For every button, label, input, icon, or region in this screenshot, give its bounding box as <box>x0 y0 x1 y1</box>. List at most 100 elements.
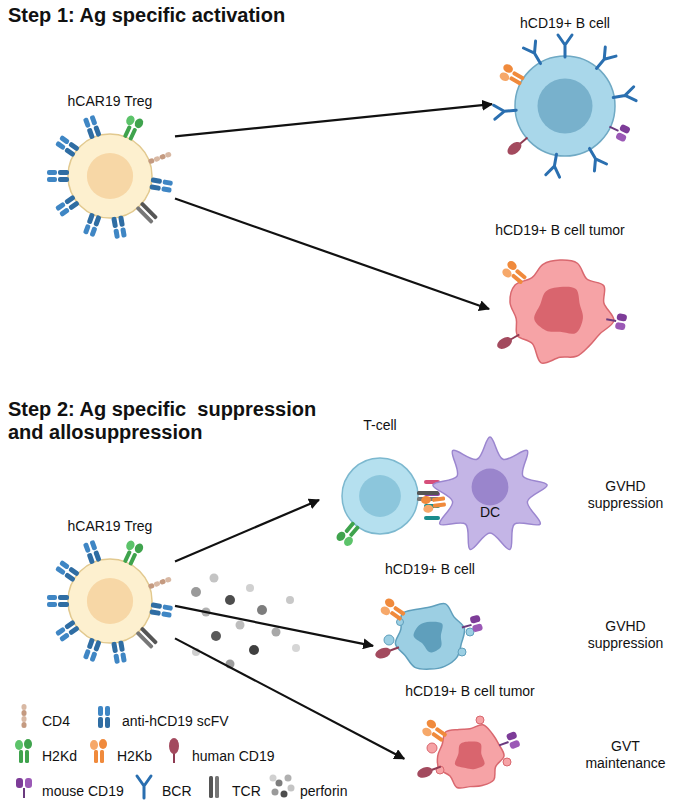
cell-label: hCD19+ B cell <box>385 561 475 578</box>
legend-item: BCR <box>130 770 192 800</box>
legend-label: anti-hCD19 scFV <box>122 713 229 730</box>
cell-label: T-cell <box>363 417 396 434</box>
legend-label: TCR <box>232 783 261 800</box>
legend-item: TCR <box>200 770 261 800</box>
cell-label: DC <box>480 504 500 521</box>
receptor <box>83 115 102 140</box>
legend-item: H2Kb <box>85 735 152 765</box>
receptor <box>55 195 80 217</box>
receptor <box>47 170 69 182</box>
outcome-label: GVT maintenance <box>578 738 673 772</box>
b-cell: hCD19+ B cell <box>373 560 487 692</box>
receptor <box>149 602 173 618</box>
legend-label: perforin <box>300 783 347 800</box>
legend-symbol <box>10 735 38 765</box>
receptor <box>148 576 172 589</box>
receptor <box>55 620 80 642</box>
legend-item: mouse CD19 <box>10 770 124 800</box>
cell-shape <box>320 436 440 556</box>
receptor <box>496 731 520 753</box>
legend-item: CD4 <box>10 700 70 730</box>
receptor <box>135 626 158 649</box>
receptor <box>546 153 564 177</box>
receptor <box>497 63 526 90</box>
b-cell: hCD19+ B cell <box>492 14 638 178</box>
legend-symbol <box>130 770 158 800</box>
receptor <box>149 177 173 193</box>
cell-shape <box>416 702 524 806</box>
legend-label: BCR <box>162 783 192 800</box>
receptor <box>55 560 80 582</box>
legend-symbol <box>268 770 296 800</box>
receptor <box>148 151 172 164</box>
legend-symbol <box>10 700 38 730</box>
arrow-connector <box>175 199 489 309</box>
step-heading: Step 2: Ag specific suppression and allo… <box>8 398 353 444</box>
receptor <box>374 643 401 661</box>
receptor <box>111 215 127 239</box>
receptor <box>119 113 145 142</box>
receptor <box>583 145 606 171</box>
legend-item: H2Kd <box>10 735 77 765</box>
legend-symbol <box>85 735 113 765</box>
arrow-connector <box>175 606 373 646</box>
legend-label: human CD19 <box>192 748 275 765</box>
receptor <box>416 762 443 780</box>
tumor-cell: hCD19+ B cell tumor <box>404 682 536 806</box>
legend-label: H2Kd <box>42 748 77 765</box>
receptor <box>83 212 102 237</box>
cell-shape <box>422 427 558 563</box>
receptor <box>495 330 522 351</box>
arrow-connector <box>175 638 404 758</box>
cell-shape <box>46 537 174 665</box>
cell-label: hCD19+ B cell tumor <box>495 222 625 239</box>
treg-cell: hCAR19 Treg <box>45 92 175 240</box>
receptor <box>335 519 363 548</box>
legend-item: anti-hCD19 scFV <box>90 700 229 730</box>
t-cell: T-cell <box>319 416 441 556</box>
receptor <box>591 47 616 73</box>
receptor <box>83 540 102 565</box>
cell-shape <box>490 241 630 381</box>
cell-shape <box>493 34 637 178</box>
receptor <box>612 87 636 105</box>
receptor <box>111 640 127 664</box>
dendritic-cell: DC <box>421 427 559 563</box>
cell-shape <box>374 580 486 692</box>
cell-label: hCD19+ B cell tumor <box>405 683 535 700</box>
arrow-connector <box>175 104 492 136</box>
cell-label: hCAR19 Treg <box>68 93 153 110</box>
receptor <box>605 311 627 330</box>
receptor <box>55 135 80 157</box>
receptor <box>47 595 69 607</box>
step-heading: Step 1: Ag specific activation <box>8 4 428 27</box>
receptor <box>606 119 631 142</box>
receptor <box>119 538 145 567</box>
receptor <box>420 718 449 746</box>
cell-label: hCD19+ B cell <box>520 15 610 32</box>
treg-cell: hCAR19 Treg <box>45 517 175 665</box>
receptor <box>500 259 529 287</box>
legend-symbol <box>200 770 228 800</box>
legend-label: mouse CD19 <box>42 783 124 800</box>
receptor <box>505 134 531 158</box>
receptor <box>135 201 158 224</box>
receptor <box>421 493 447 513</box>
legend-symbol <box>10 770 38 800</box>
cell-shape <box>46 112 174 240</box>
receptor <box>558 35 572 57</box>
receptor <box>460 615 483 636</box>
tumor-cell: hCD19+ B cell tumor <box>489 221 631 381</box>
legend-label: H2Kb <box>117 748 152 765</box>
legend-item: perforin <box>268 770 347 800</box>
receptor <box>378 597 407 625</box>
receptor <box>83 637 102 662</box>
receptor <box>523 41 546 67</box>
outcome-label: GVHD suppression <box>578 618 673 652</box>
receptor <box>494 103 517 119</box>
arrow-connector <box>175 500 319 561</box>
legend-item: human CD19 <box>160 735 275 765</box>
outcome-label: GVHD suppression <box>578 478 673 512</box>
legend-symbol <box>90 700 118 730</box>
cell-label: hCAR19 Treg <box>68 518 153 535</box>
